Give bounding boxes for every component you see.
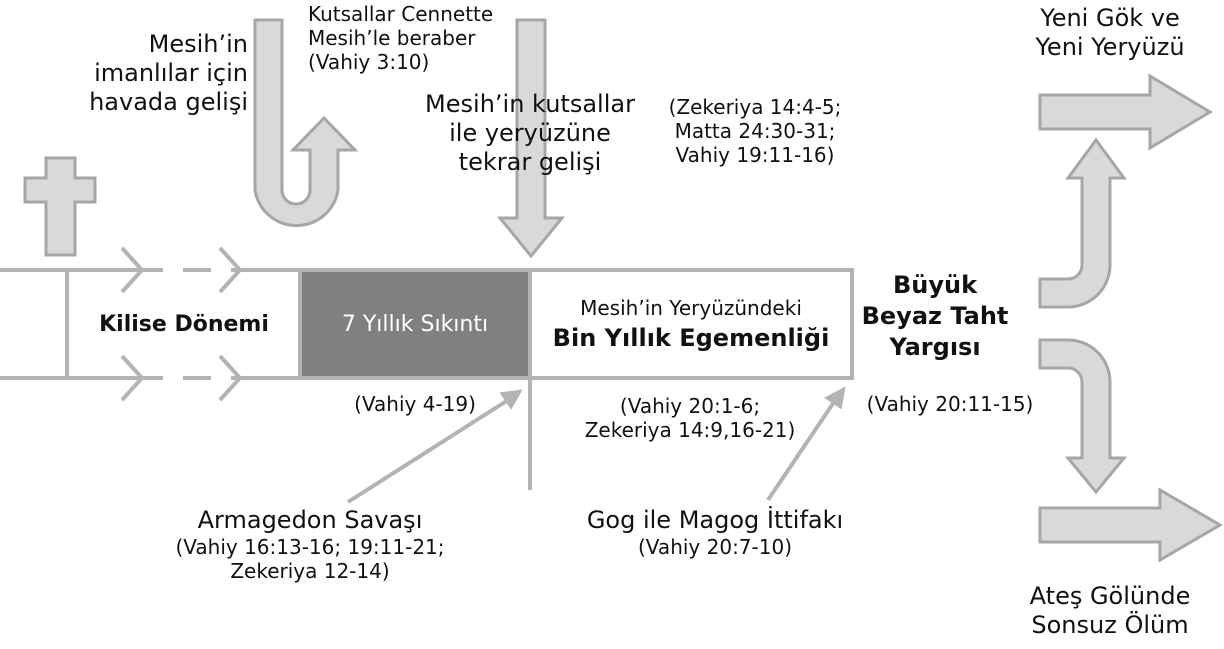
millennium-label: Mesih’in Yeryüzündeki Bin Yıllık Egemenl…: [532, 272, 850, 376]
second-coming-label: Mesih’in kutsallar ile yeryüzüne tekrar …: [410, 90, 650, 176]
gog-magog-title: Gog ile Magog İttifakı: [586, 506, 844, 534]
up-arrow: [1038, 137, 1127, 309]
down-arrow: [1038, 338, 1128, 495]
armageddon-ref-line-2: Zekeriya 12-14): [230, 558, 390, 583]
pointer-lines: [346, 386, 846, 504]
second-coming-line-3: tekrar gelişi: [458, 147, 602, 176]
tribulation-reference: (Vahiy 4-19): [354, 392, 476, 416]
lake-of-fire-label: Ateş Gölünde Sonsuz Ölüm: [1000, 582, 1220, 640]
rapture-line-3: havada gelişi: [89, 87, 248, 116]
great-white-throne-line-2: Beyaz Taht: [861, 302, 1009, 331]
rapture-label: Mesih’in imanlılar için havada gelişi: [48, 30, 248, 116]
second-coming-ref-line-2: Matta 24:30-31;: [674, 119, 836, 143]
saints-heaven-label: Kutsallar Cennette Mesih’le beraber (Vah…: [308, 2, 493, 74]
right-arrow-new-heaven: [1038, 73, 1213, 151]
armageddon-ref-line-1: (Vahiy 16:13-16; 19:11-21;: [175, 534, 445, 559]
second-coming-ref-line-3: Vahiy 19:11-16): [675, 143, 835, 167]
new-heaven-line-1: Yeni Gök ve: [1040, 4, 1180, 32]
lake-of-fire-line-2: Sonsuz Ölüm: [1031, 610, 1189, 639]
tribulation-label: 7 Yıllık Sıkıntı: [341, 311, 489, 337]
second-coming-reference: (Zekeriya 14:4-5; Matta 24:30-31; Vahiy …: [650, 95, 860, 167]
right-arrow-lake-of-fire: [1038, 487, 1223, 563]
tribulation-box: [298, 268, 532, 380]
rapture-line-1: Mesih’in: [148, 30, 248, 58]
church-age-label: Kilise Dönemi: [99, 311, 269, 337]
great-white-throne-label: Büyük Beyaz Taht Yargısı: [855, 270, 1015, 364]
great-white-throne-line-1: Büyük: [892, 271, 978, 299]
millennium-reference: (Vahiy 20:1-6; Zekeriya 14:9,16-21): [545, 394, 835, 442]
armageddon-title: Armagedon Savaşı: [197, 506, 423, 534]
millennium-ref-line-1: (Vahiy 20:1-6;: [619, 394, 761, 418]
rapture-line-2: imanlılar için: [94, 58, 248, 87]
saints-heaven-line-2: Mesih’le beraber: [308, 26, 476, 50]
armageddon-label: Armagedon Savaşı (Vahiy 16:13-16; 19:11-…: [140, 506, 480, 583]
saints-heaven-line-3: (Vahiy 3:10): [308, 50, 430, 74]
gog-magog-reference: (Vahiy 20:7-10): [638, 534, 792, 559]
new-heaven-label: Yeni Gök ve Yeni Yeryüzü: [1010, 4, 1210, 62]
second-coming-line-2: ile yeryüzüne: [449, 118, 611, 147]
rapture-u-arrow: [253, 18, 359, 227]
second-coming-ref-line-1: (Zekeriya 14:4-5;: [668, 95, 842, 119]
great-white-throne-line-3: Yargısı: [889, 333, 981, 362]
millennium-line-1: Mesih’in Yeryüzündeki: [580, 296, 802, 320]
cross-icon: [23, 156, 97, 257]
lake-of-fire-line-1: Ateş Gölünde: [1029, 582, 1191, 610]
second-coming-down-arrow: [496, 18, 566, 259]
millennium-line-2: Bin Yıllık Egemenliği: [552, 324, 830, 352]
millennium-ref-line-2: Zekeriya 14:9,16-21): [584, 418, 796, 442]
second-coming-line-1: Mesih’in kutsallar: [425, 90, 635, 118]
new-heaven-line-2: Yeni Yeryüzü: [1035, 32, 1185, 61]
great-white-throne-reference: (Vahiy 20:11-15): [866, 392, 1034, 416]
gog-magog-label: Gog ile Magog İttifakı (Vahiy 20:7-10): [555, 506, 875, 559]
millennium-box: [528, 268, 854, 380]
saints-heaven-line-1: Kutsallar Cennette: [308, 2, 494, 26]
